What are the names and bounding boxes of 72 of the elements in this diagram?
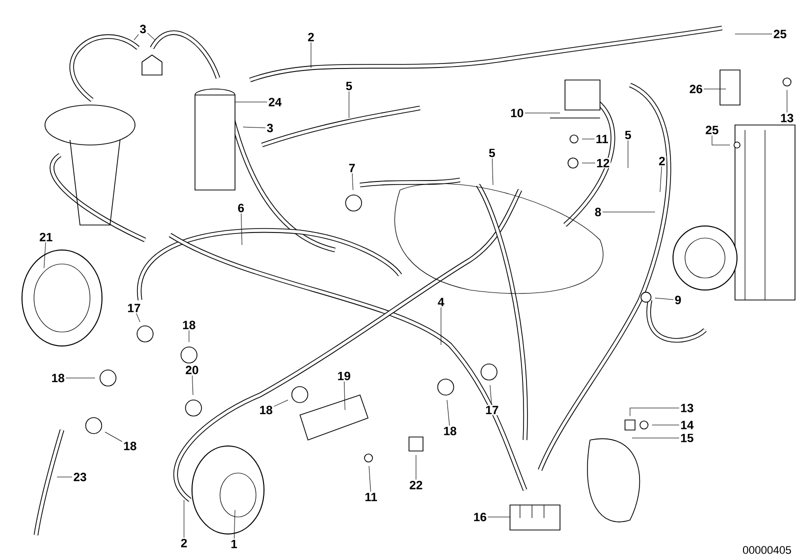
callout-number: 5 — [488, 148, 496, 158]
callout-number: 3 — [138, 24, 148, 34]
leader-line — [104, 432, 122, 442]
leader-line — [488, 516, 510, 518]
leader-line — [274, 400, 288, 407]
leader-line — [654, 298, 674, 300]
callout-number: 2 — [658, 156, 666, 166]
callout-number: 4 — [436, 296, 446, 308]
leader-line — [704, 88, 726, 90]
callout-number: 10 — [509, 108, 525, 118]
leader-line — [630, 408, 680, 416]
callout-number: 2 — [180, 538, 188, 548]
leader-line — [786, 90, 788, 113]
callout-number: 24 — [267, 96, 283, 108]
callout-number: 5 — [624, 130, 632, 140]
callout-number: 9 — [674, 294, 682, 306]
callout-number: 11 — [364, 492, 378, 502]
callout-number: 5 — [344, 80, 354, 92]
callout-number: 2 — [306, 32, 316, 42]
leader-line — [310, 42, 312, 68]
leader-line — [652, 424, 680, 426]
callout-number: 14 — [679, 420, 695, 430]
callout-number: 18 — [442, 426, 458, 436]
leader-line — [492, 158, 494, 186]
leader-line — [240, 213, 242, 246]
callout-number: 19 — [336, 370, 352, 382]
callout-number: 6 — [236, 202, 246, 214]
callout-number: 13 — [779, 112, 795, 124]
leader-line — [234, 510, 236, 539]
leader-line — [147, 32, 156, 40]
callout-number: 16 — [472, 512, 488, 522]
callout-number: 23 — [72, 472, 88, 482]
leader-line — [136, 313, 140, 322]
leader-line — [188, 330, 190, 342]
callout-number: 26 — [688, 84, 704, 94]
leader-line — [582, 138, 595, 140]
callout-number: 13 — [679, 402, 695, 414]
leader-line — [352, 173, 354, 190]
callout-number: 7 — [348, 162, 356, 174]
leader-line — [368, 466, 371, 492]
leader-line — [660, 166, 662, 192]
callout-number: 18 — [122, 440, 138, 452]
callout-number: 22 — [408, 480, 424, 490]
leader-line — [44, 242, 46, 268]
leader-line — [134, 34, 139, 40]
leader-line — [56, 476, 72, 478]
callout-number: 18 — [181, 320, 197, 330]
leader-line — [524, 112, 560, 114]
leader-line — [490, 384, 492, 405]
callout-number: 11 — [594, 134, 610, 144]
callout-number: 20 — [184, 364, 200, 376]
callout-number: 18 — [50, 372, 66, 384]
leader-line — [242, 126, 266, 128]
callout-number: 12 — [595, 158, 611, 168]
callout-number: 17 — [484, 404, 500, 416]
callout-number: 15 — [679, 432, 695, 444]
callout-number: 25 — [772, 28, 788, 40]
leader-line — [192, 375, 194, 396]
leader-line — [446, 400, 450, 426]
callout-number: 8 — [594, 206, 602, 218]
callout-number: 3 — [266, 122, 274, 134]
callout-number: 21 — [38, 232, 54, 242]
callout-number: 25 — [704, 124, 720, 136]
callout-number: 17 — [126, 302, 142, 314]
leader-line — [582, 162, 596, 164]
leader-line — [348, 91, 350, 118]
drawing-number: 00000405 — [742, 546, 791, 554]
callout-number: 1 — [230, 538, 238, 550]
leader-line — [440, 307, 442, 346]
leader-line — [712, 135, 730, 146]
callout-number: 18 — [258, 404, 274, 416]
leader-line — [344, 381, 346, 410]
